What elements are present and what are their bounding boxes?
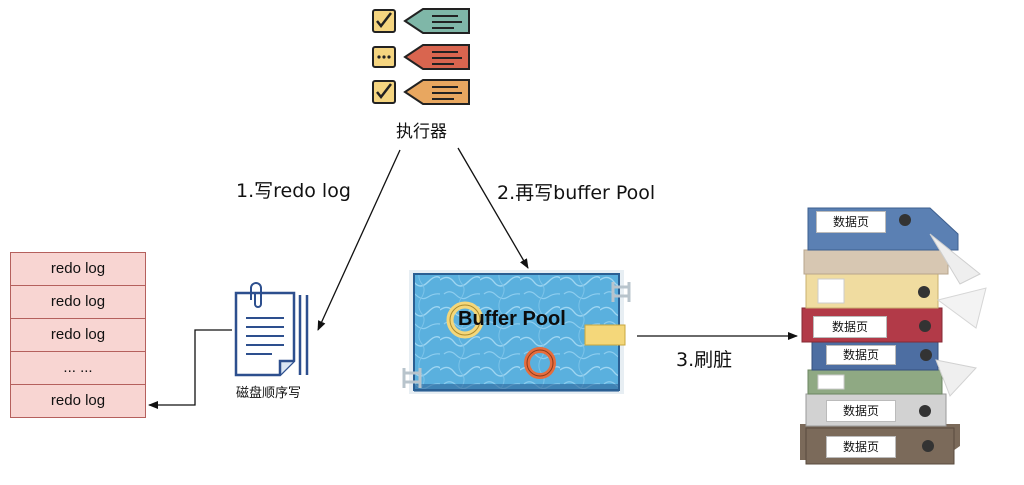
executor-icon bbox=[372, 8, 470, 105]
data-page-tag: 数据页 bbox=[826, 400, 896, 422]
step-flush-label: 3.刷脏 bbox=[676, 349, 733, 371]
pending-row-icon bbox=[372, 44, 470, 70]
check-row-icon bbox=[372, 8, 470, 34]
data-page-tag: 数据页 bbox=[813, 316, 887, 338]
pool-ladder-icon bbox=[611, 282, 631, 302]
data-page-tag: 数据页 bbox=[816, 211, 886, 233]
document-icon bbox=[234, 282, 309, 377]
redo-log-row: redo log bbox=[10, 252, 146, 286]
diving-board bbox=[584, 324, 626, 346]
redo-log-stack: redo log redo log redo log ... ... redo … bbox=[10, 252, 146, 418]
data-page-tag: 数据页 bbox=[826, 436, 896, 458]
arrow-write-pool bbox=[457, 147, 529, 269]
disk-sequential-write-label: 磁盘顺序写 bbox=[236, 386, 302, 401]
redo-log-row: redo log bbox=[10, 286, 146, 319]
step-write-redo-label: 1.写redo log bbox=[236, 180, 351, 202]
swim-ring-icon bbox=[446, 301, 484, 339]
buffer-pool-illustration bbox=[402, 270, 631, 394]
redo-log-row: redo log bbox=[10, 319, 146, 352]
redo-log-row: redo log bbox=[10, 385, 146, 418]
swim-ring-icon bbox=[524, 347, 556, 379]
arrow-write-redo bbox=[317, 149, 401, 331]
executor-label: 执行器 bbox=[396, 122, 447, 142]
buffer-pool-title: Buffer Pool bbox=[458, 308, 566, 330]
step-write-pool-label: 2.再写buffer Pool bbox=[497, 182, 656, 204]
check-row-icon bbox=[372, 79, 470, 105]
data-page-tag: 数据页 bbox=[826, 345, 896, 365]
arrow-disk-to-log bbox=[148, 329, 232, 409]
redo-log-row: ... ... bbox=[10, 352, 146, 385]
pool-ladder-icon bbox=[402, 368, 422, 388]
